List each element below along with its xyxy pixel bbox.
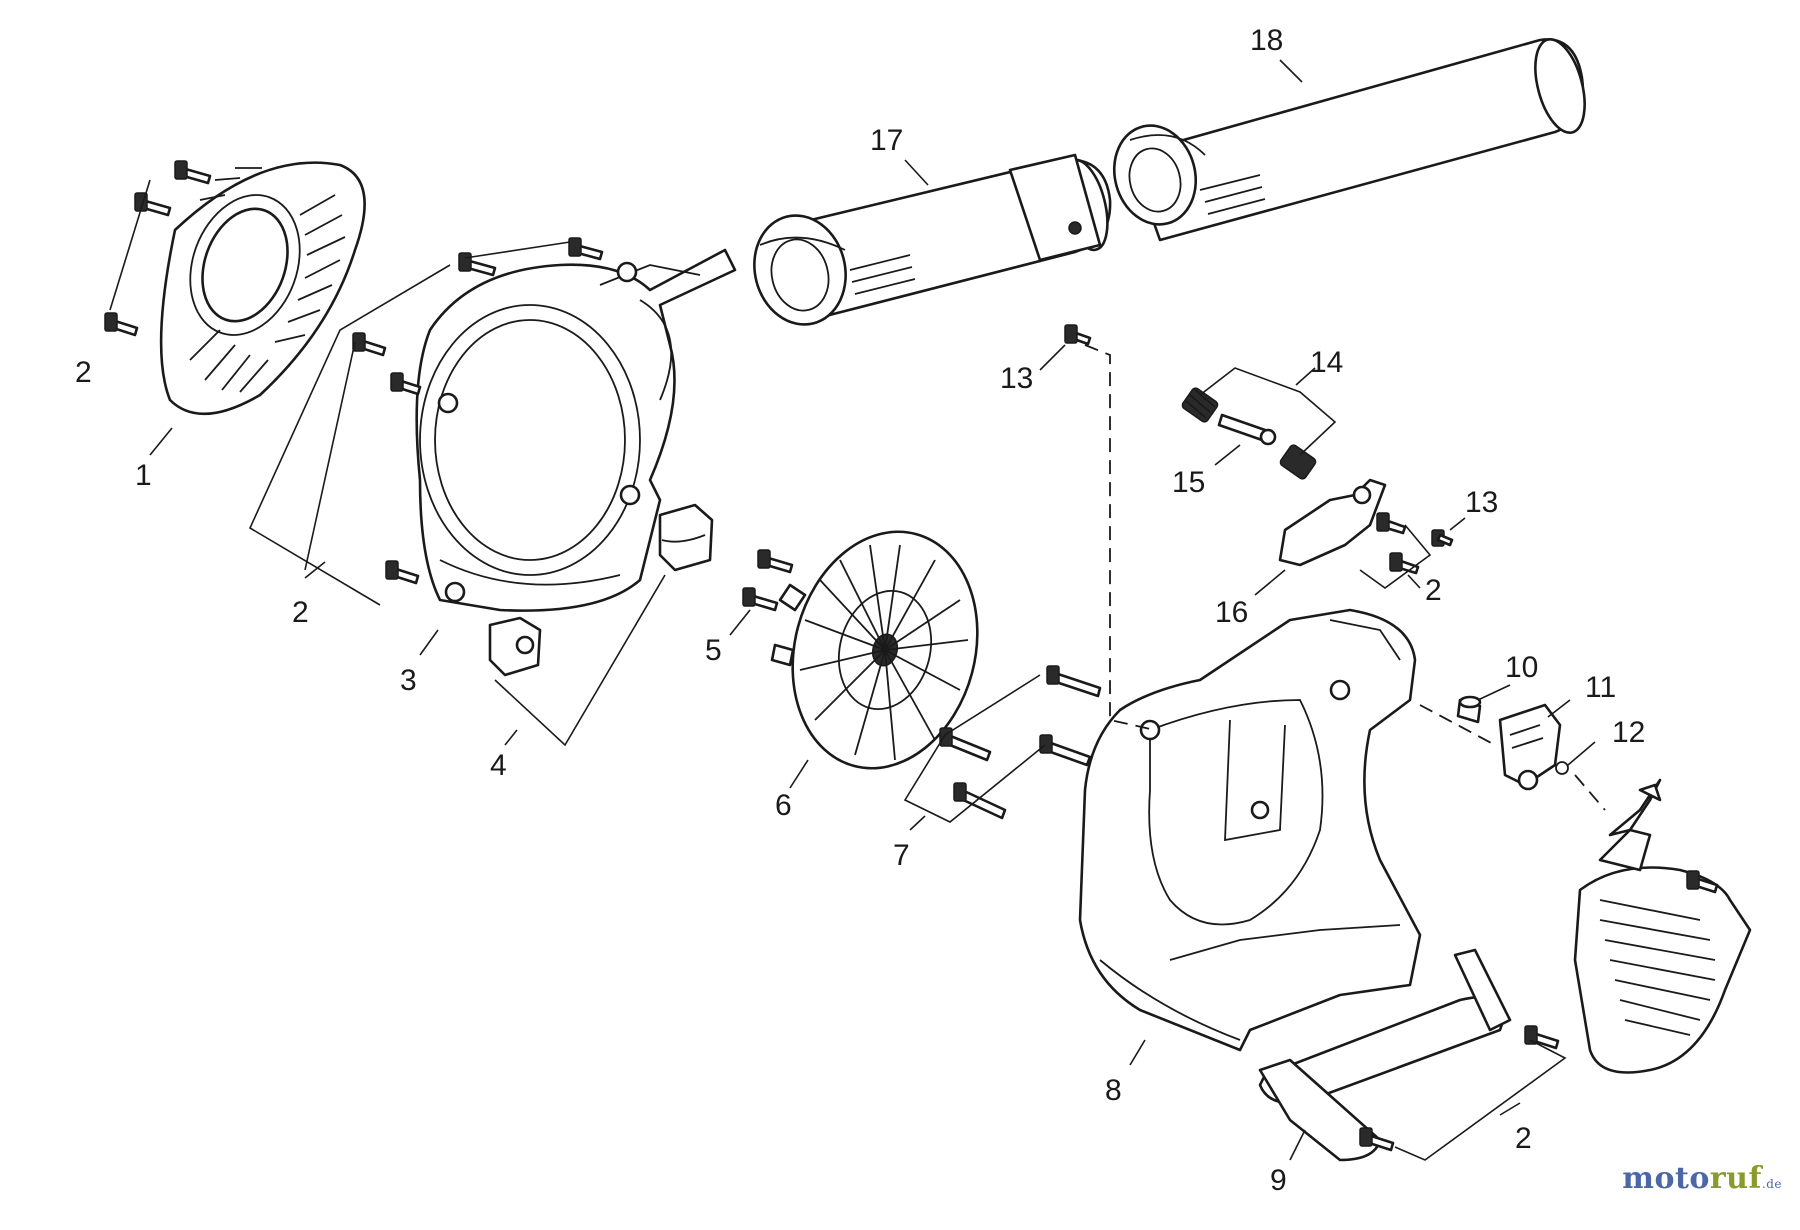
callout-5: 5 <box>705 634 722 667</box>
frame-handle[interactable] <box>1258 948 1512 1162</box>
fan-housing[interactable] <box>415 248 737 612</box>
callout-2: 2 <box>75 356 92 389</box>
callout-13: 13 <box>1000 362 1033 395</box>
damper-blocks[interactable] <box>488 503 714 677</box>
callout-8: 8 <box>1105 1074 1122 1107</box>
callout-6: 6 <box>775 789 792 822</box>
callout-11: 11 <box>1585 671 1616 704</box>
callout-10: 10 <box>1505 651 1538 684</box>
callout-9: 9 <box>1270 1164 1287 1197</box>
callout-17: 17 <box>870 124 903 157</box>
callout-2: 2 <box>292 596 309 629</box>
callout-1: 1 <box>135 459 152 492</box>
watermark-logo: motoruf.de <box>1622 1161 1782 1196</box>
screws[interactable] <box>104 160 1719 1152</box>
blower-tube-long[interactable] <box>1103 34 1593 242</box>
callout-4: 4 <box>490 749 507 782</box>
callout-18: 18 <box>1250 24 1283 57</box>
spring-pair[interactable] <box>1181 387 1317 481</box>
callout-7: 7 <box>893 839 910 872</box>
callout-14: 14 <box>1310 346 1343 379</box>
callout-16: 16 <box>1215 596 1248 629</box>
throttle-lever[interactable] <box>1278 478 1387 567</box>
callout-13: 13 <box>1465 486 1498 519</box>
bracket[interactable] <box>1498 703 1562 791</box>
callout-2: 2 <box>1515 1122 1532 1155</box>
blower-tube-middle[interactable] <box>743 153 1116 334</box>
callouts: 1 2 2 3 4 5 6 7 8 9 2 10 11 12 13 13 14 … <box>75 24 1645 1197</box>
pivot-pin[interactable] <box>1217 413 1277 446</box>
front-cover-grille[interactable] <box>159 161 366 416</box>
callout-2: 2 <box>1425 574 1442 607</box>
main-frame[interactable] <box>1078 608 1422 1052</box>
engine-cover[interactable] <box>1573 778 1752 1074</box>
impeller-fan[interactable] <box>767 511 1003 789</box>
callout-3: 3 <box>400 664 417 697</box>
callout-15: 15 <box>1172 466 1205 499</box>
callout-12: 12 <box>1612 716 1645 749</box>
leader-lines <box>109 59 1606 1161</box>
